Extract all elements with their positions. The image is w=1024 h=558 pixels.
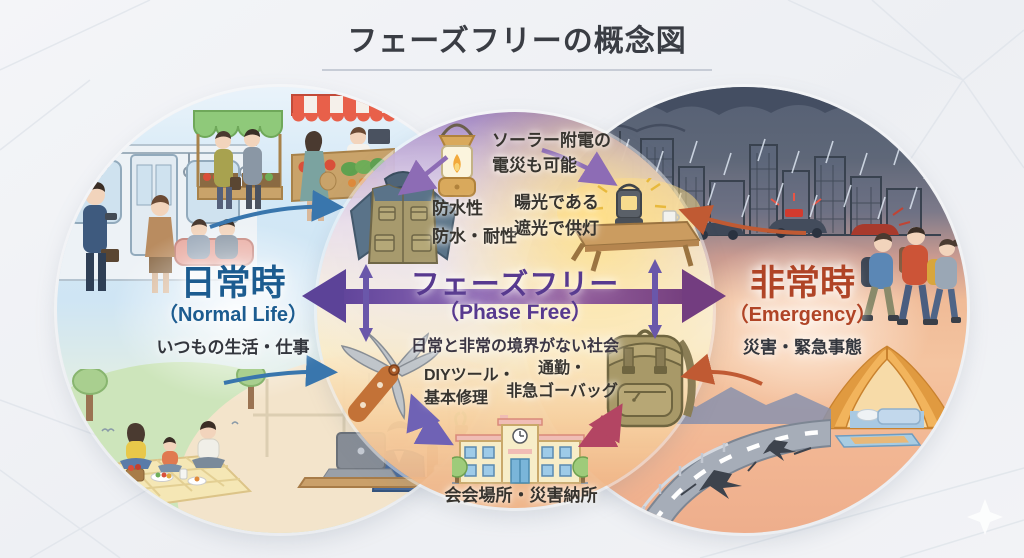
normal-life-subtitle: （Normal Life） <box>157 303 309 326</box>
phase-free-heading: フェーズフリー （Phase Free） 日常と非常の境界がない社会 <box>392 270 638 356</box>
jacket-label: 防水性 防水・耐性 <box>432 199 517 246</box>
normal-life-description: いつもの生活・仕事 <box>156 337 310 357</box>
go-bag-label: 通勤・ 非急ゴーバッグ <box>506 360 618 401</box>
emergency-title: 非常時 <box>749 264 855 303</box>
phase-free-description: 日常と非常の境界がない社会 <box>410 337 619 355</box>
emergency-description: 災害・緊急事態 <box>743 337 862 357</box>
market-scene-illustration <box>193 94 396 221</box>
picnic-scene-illustration <box>72 369 266 511</box>
lantern-on-table-icon <box>557 178 700 272</box>
emergency-subtitle: （Emergency） <box>728 303 877 326</box>
sparkle-icon <box>967 499 1003 535</box>
phase-free-subtitle: （Phase Free） <box>437 301 593 325</box>
multitool-label: DIYツール・ 基本修理 <box>424 367 515 408</box>
table-lantern-label: 暘光である 遮光で供灯 <box>514 193 599 238</box>
emergency-heading: 非常時 （Emergency） 災害・緊急事態 <box>710 264 895 358</box>
evacuees-scene-illustration <box>861 227 961 325</box>
phase-free-title: フェーズフリー <box>410 269 620 301</box>
solar-lantern-label: ソーラー附電の 電災も可能 <box>492 131 611 175</box>
multitool-icon <box>340 331 442 422</box>
shelter-label: 会会場所・災害納所 <box>444 486 598 505</box>
shelter-building-icon <box>452 415 588 484</box>
normal-life-title: 日常時 <box>180 264 286 303</box>
normal-life-heading: 日常時 （Normal Life） いつもの生活・仕事 <box>143 264 323 358</box>
page-title: フェーズフリーの概念図 <box>322 16 712 71</box>
tent-scene-illustration <box>818 345 956 448</box>
